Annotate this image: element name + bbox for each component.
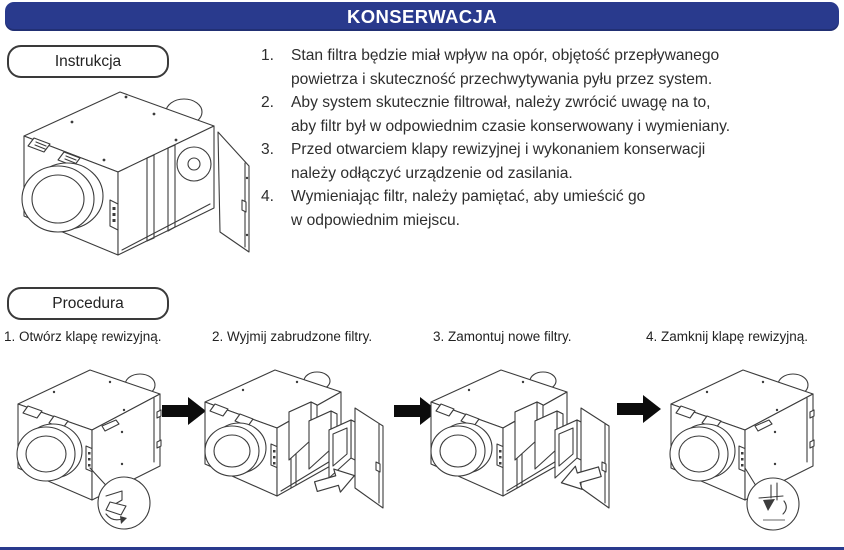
latch-detail-callout (89, 467, 151, 530)
item-number: 2. (261, 94, 275, 111)
step-2-caption: 2. Wyjmij zabrudzone filtry. (212, 329, 373, 344)
duct-spigot (21, 162, 104, 233)
item-number: 1. (261, 47, 275, 64)
bottom-border-line (0, 547, 844, 550)
procedura-label-text: Procedura (52, 294, 124, 312)
edge-latch-plate (109, 199, 119, 231)
instruction-list: 1. Stan filtra będzie miał wpływ na opór… (261, 44, 839, 232)
instruction-item-3: 3. Przed otwarciem klapy rewizyjnej i wy… (261, 138, 839, 185)
step-4-illustration (669, 369, 815, 531)
step-3-caption: 3. Zamontuj nowe filtry. (433, 329, 572, 344)
instruction-item-1: 1. Stan filtra będzie miał wpływ na opór… (261, 44, 839, 91)
next-step-arrow-icon (617, 395, 661, 423)
box-left-face (16, 403, 93, 501)
pull-out-arrow-icon (313, 468, 355, 493)
filter-panels (514, 401, 584, 479)
filter-unit-diagram (21, 91, 250, 256)
inspection-door-closed (744, 393, 815, 501)
instrukcja-label-text: Instrukcja (54, 52, 122, 70)
instruction-item-4: 4. Wymieniając filtr, należy pamiętać, a… (261, 185, 839, 232)
step-4-caption: 4. Zamknij klapę rewizyjną. (646, 329, 809, 344)
step-2-illustration (204, 369, 384, 509)
next-step-arrow-icon (162, 397, 206, 425)
section-title-bar: KONSERWACJA (5, 2, 839, 31)
inspection-door-open (354, 407, 384, 509)
inspection-door-closed (91, 393, 162, 501)
open-side-interior (117, 125, 215, 256)
page-title: KONSERWACJA (346, 6, 498, 27)
step-1-caption: 1. Otwórz klapę rewizyjną. (4, 329, 162, 344)
item-number: 4. (261, 188, 275, 205)
push-in-arrow-icon (560, 465, 602, 490)
latch-detail-callout (744, 467, 800, 531)
procedura-label: Procedura (7, 287, 169, 320)
step-1-illustration (16, 369, 162, 530)
step-3-illustration (430, 369, 610, 509)
inspection-door-open (580, 407, 610, 509)
instrukcja-label: Instrukcja (7, 45, 169, 78)
box-left-face (430, 401, 504, 497)
inspection-door-open (217, 131, 250, 253)
item-number: 3. (261, 141, 275, 158)
next-step-arrow-icon (394, 397, 438, 425)
box-left-face (204, 401, 278, 497)
instruction-item-2: 2. Aby system skutecznie filtrował, nale… (261, 91, 839, 138)
